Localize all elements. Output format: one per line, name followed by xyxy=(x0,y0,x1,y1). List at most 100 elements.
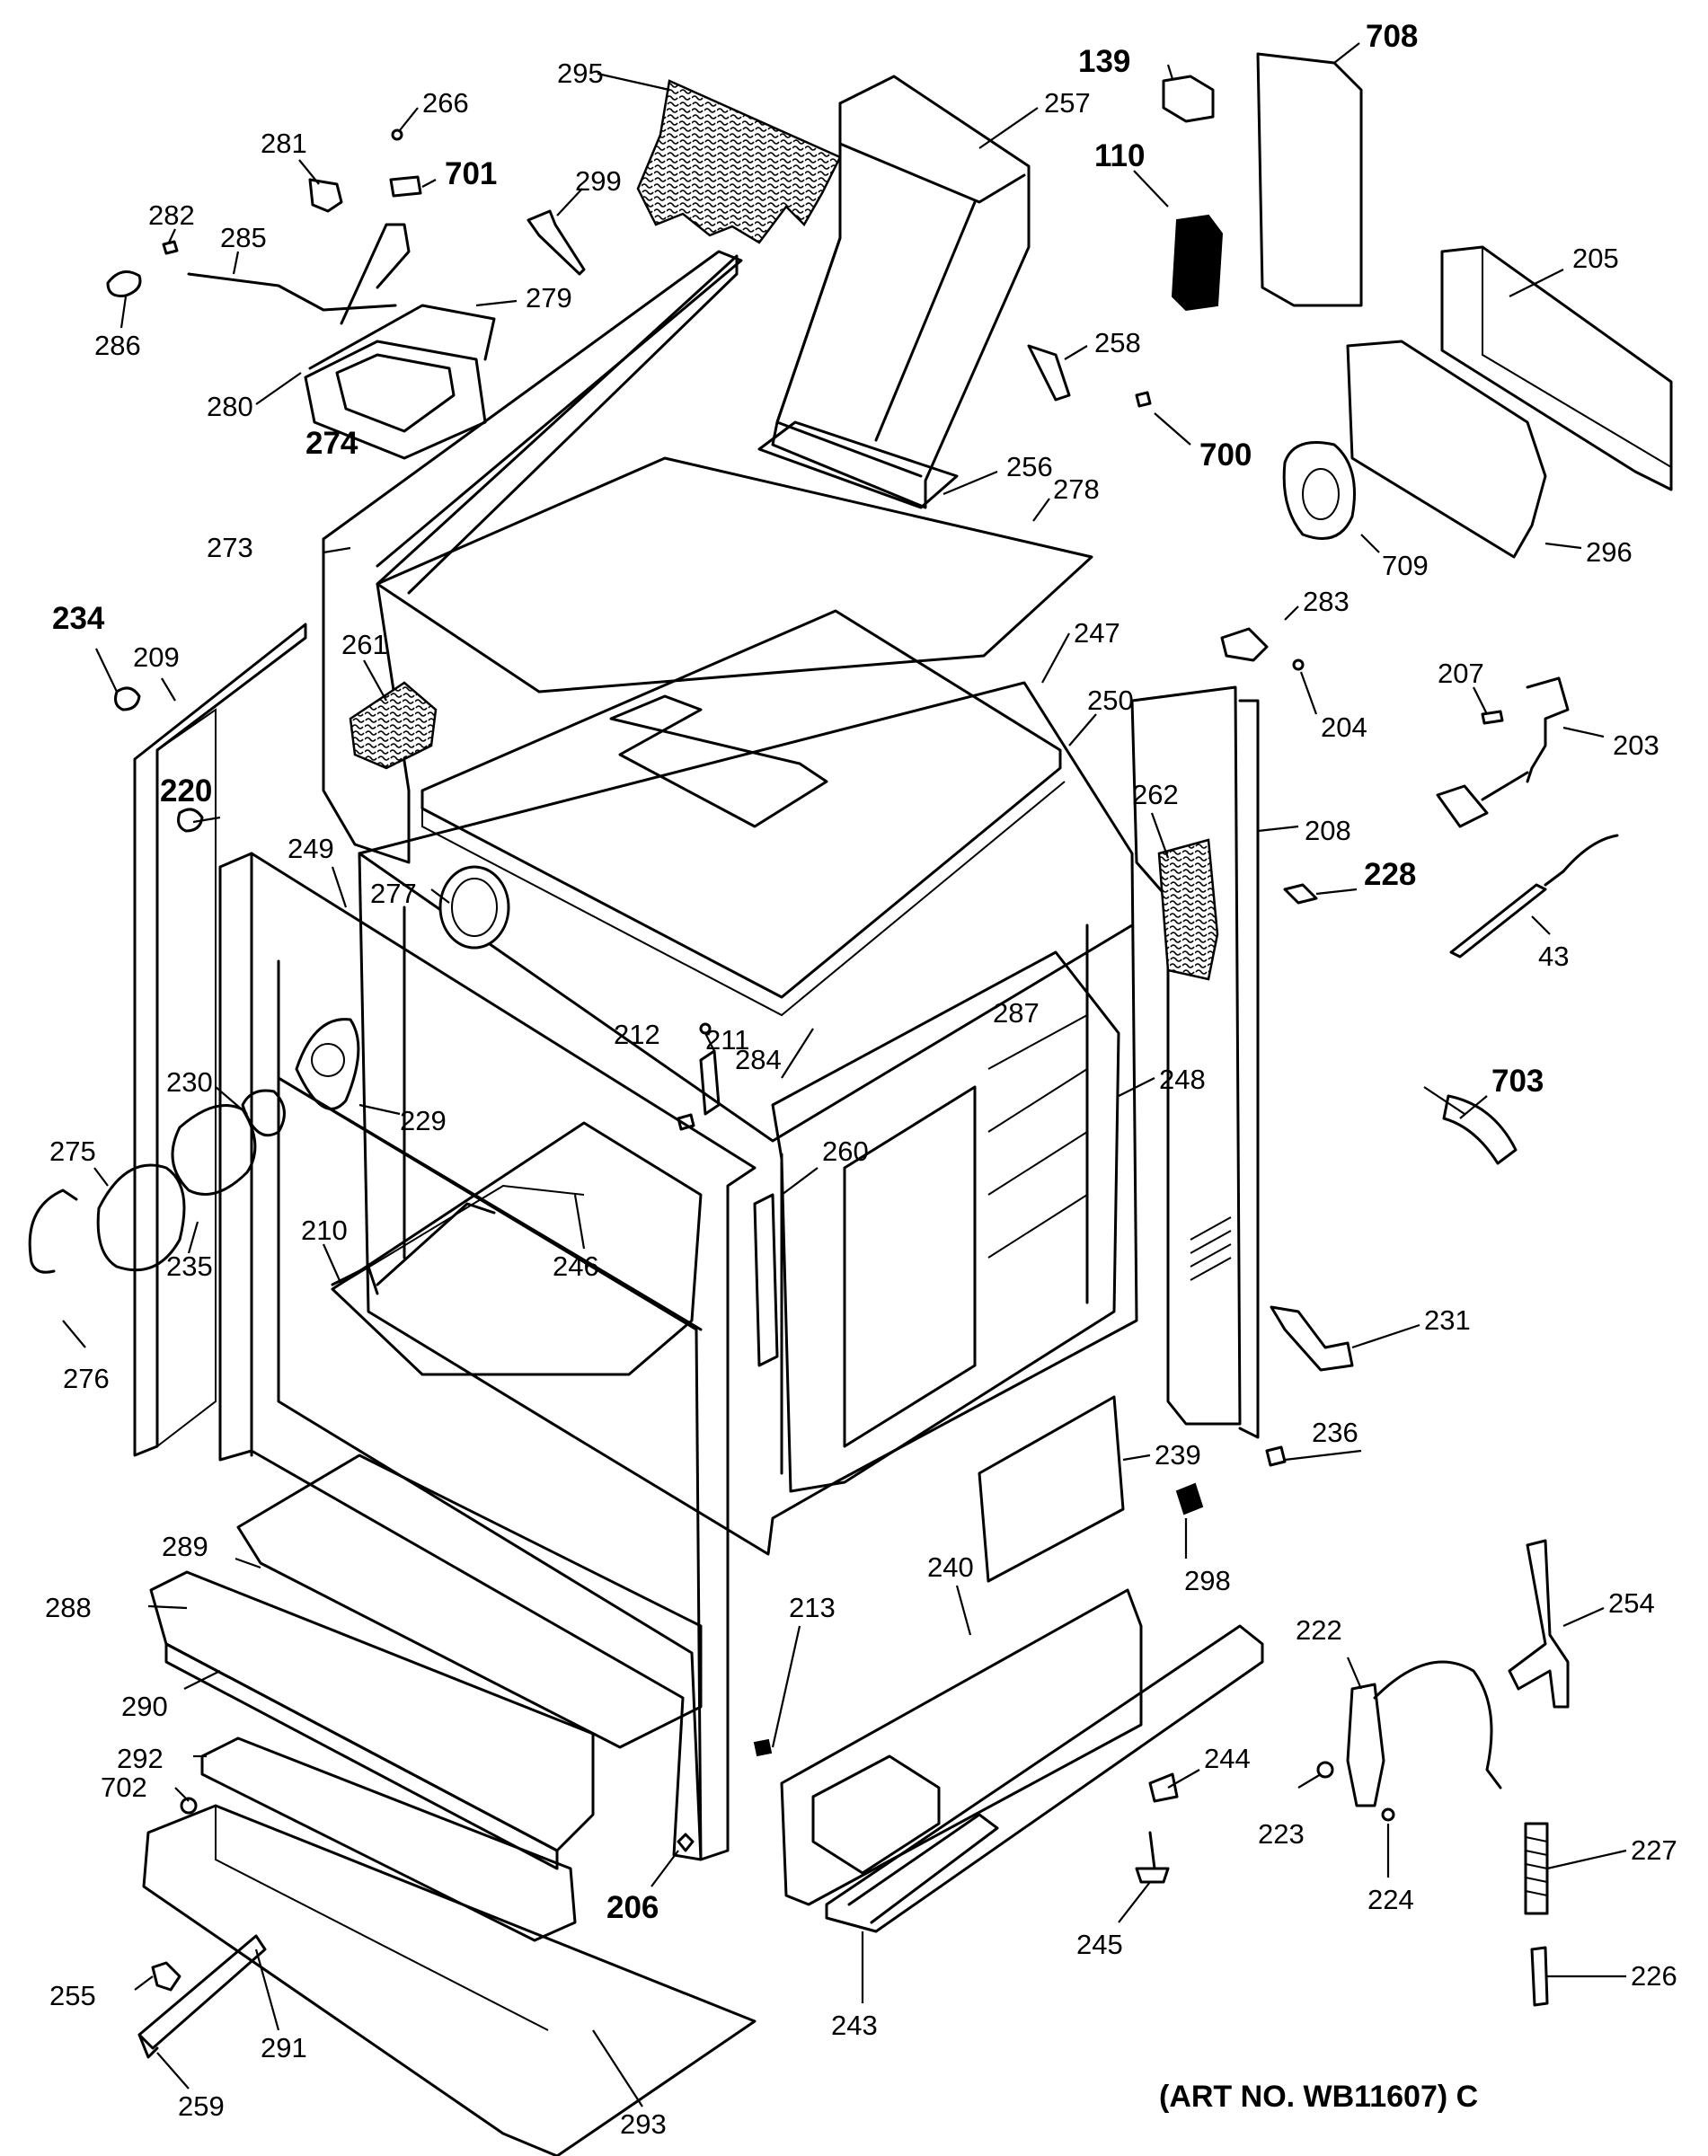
drawer-front-288 xyxy=(149,1570,595,1852)
callout-213: 213 xyxy=(789,1592,836,1623)
bumper-255 xyxy=(151,1961,181,1992)
callout-259: 259 xyxy=(178,2090,225,2122)
callout-286: 286 xyxy=(94,330,141,361)
callout-231: 231 xyxy=(1424,1304,1471,1336)
broiler-pan-289 xyxy=(236,1454,703,1749)
insulation-blanket-295 xyxy=(636,79,842,244)
oven-gasket-210 xyxy=(331,1265,379,1295)
callout-282: 282 xyxy=(148,199,195,231)
drawer-bottom-293 xyxy=(142,1804,757,2156)
callout-283: 283 xyxy=(1303,586,1350,617)
callout-298: 298 xyxy=(1184,1565,1231,1596)
insulation-262 xyxy=(1157,838,1219,981)
callout-292: 292 xyxy=(117,1743,164,1774)
callout-244: 244 xyxy=(1204,1743,1251,1774)
callout-227: 227 xyxy=(1631,1834,1677,1866)
callout-262: 262 xyxy=(1132,779,1179,810)
knob-286 xyxy=(106,270,142,297)
callout-275: 275 xyxy=(49,1135,96,1167)
terminal-block-708 xyxy=(1256,52,1363,307)
callout-labels: 139 708 295 257 266 281 701 299 110 282 … xyxy=(45,19,1677,2140)
callout-280: 280 xyxy=(207,391,253,422)
callout-266: 266 xyxy=(422,87,469,119)
clip-234 xyxy=(114,686,141,711)
callout-43: 43 xyxy=(1538,941,1569,972)
callout-273: 273 xyxy=(207,532,253,563)
bracket-258 xyxy=(1027,344,1071,402)
callout-209: 209 xyxy=(133,641,180,673)
drawer-slide-291 xyxy=(137,1934,267,2050)
light-lens-275 xyxy=(96,1163,186,1272)
screw-206 xyxy=(677,1833,695,1852)
callout-288: 288 xyxy=(45,1592,92,1623)
callout-243: 243 xyxy=(831,2010,878,2041)
callout-246: 246 xyxy=(553,1250,599,1282)
drawer-pan-292 xyxy=(200,1736,577,1942)
clip-212 xyxy=(677,1113,695,1131)
callout-261: 261 xyxy=(341,629,388,660)
grommet-282 xyxy=(162,240,179,255)
clip-700 xyxy=(1135,391,1152,408)
callout-289: 289 xyxy=(162,1531,208,1562)
drawer-support-239 xyxy=(978,1395,1125,1583)
oven-liner-cavity xyxy=(358,681,1138,1556)
light-flange-229 xyxy=(295,1018,360,1110)
callout-220: 220 xyxy=(160,773,212,808)
leader-lines xyxy=(62,42,1627,2107)
callout-256: 256 xyxy=(1006,451,1053,482)
clip-213 xyxy=(753,1738,773,1757)
callout-295: 295 xyxy=(557,57,604,89)
power-cord-203 xyxy=(1526,676,1570,783)
callout-205: 205 xyxy=(1572,243,1619,274)
burner-assembly-279 xyxy=(304,223,496,460)
leveling-bracket-244 xyxy=(1148,1772,1179,1803)
nut-224 xyxy=(1381,1807,1395,1822)
light-socket-230 xyxy=(241,1089,286,1137)
callout-248: 248 xyxy=(1159,1064,1206,1095)
callout-235: 235 xyxy=(166,1250,213,1282)
callout-247: 247 xyxy=(1074,617,1120,649)
callout-703: 703 xyxy=(1491,1064,1544,1099)
callout-207: 207 xyxy=(1438,658,1484,689)
callout-240: 240 xyxy=(927,1551,974,1583)
bracket-281 xyxy=(308,178,343,213)
callout-206: 206 xyxy=(606,1890,659,1925)
callout-139: 139 xyxy=(1078,44,1130,79)
callout-260: 260 xyxy=(822,1135,869,1167)
ignitor-box-110 xyxy=(1171,214,1224,312)
callout-239: 239 xyxy=(1155,1439,1201,1471)
grommet-220 xyxy=(177,808,204,833)
oven-bottom-246 xyxy=(331,1121,703,1376)
shield-703 xyxy=(1442,1094,1518,1165)
leveling-leg-245 xyxy=(1135,1831,1170,1884)
relay-139 xyxy=(1162,75,1215,123)
callout-222: 222 xyxy=(1296,1614,1342,1646)
callout-234: 234 xyxy=(52,601,105,636)
vent-gasket-256 xyxy=(757,420,959,509)
bracket-283 xyxy=(1220,627,1269,662)
vent-cover-296 xyxy=(1346,340,1547,559)
bracket-260 xyxy=(753,1193,779,1367)
link-226 xyxy=(1530,1946,1549,2007)
callout-245: 245 xyxy=(1076,1929,1123,1960)
callout-709: 709 xyxy=(1382,550,1429,581)
callout-278: 278 xyxy=(1053,473,1100,505)
tube-299 xyxy=(527,209,586,276)
callout-285: 285 xyxy=(220,222,267,253)
callout-296: 296 xyxy=(1586,536,1633,568)
callout-236: 236 xyxy=(1312,1417,1358,1448)
insulation-top-278 xyxy=(376,456,1093,694)
callout-204: 204 xyxy=(1321,711,1367,743)
lever-285 xyxy=(187,272,397,312)
side-panel-208 xyxy=(1238,699,1260,1439)
light-bulb-235 xyxy=(171,1104,257,1196)
callout-276: 276 xyxy=(63,1363,110,1394)
callout-701: 701 xyxy=(445,156,497,191)
callout-210: 210 xyxy=(301,1215,348,1246)
rear-cover-205 xyxy=(1440,245,1673,491)
callout-250: 250 xyxy=(1087,685,1134,716)
side-insulation-273 xyxy=(322,254,739,864)
callout-208: 208 xyxy=(1305,815,1351,846)
callout-230: 230 xyxy=(166,1066,213,1098)
